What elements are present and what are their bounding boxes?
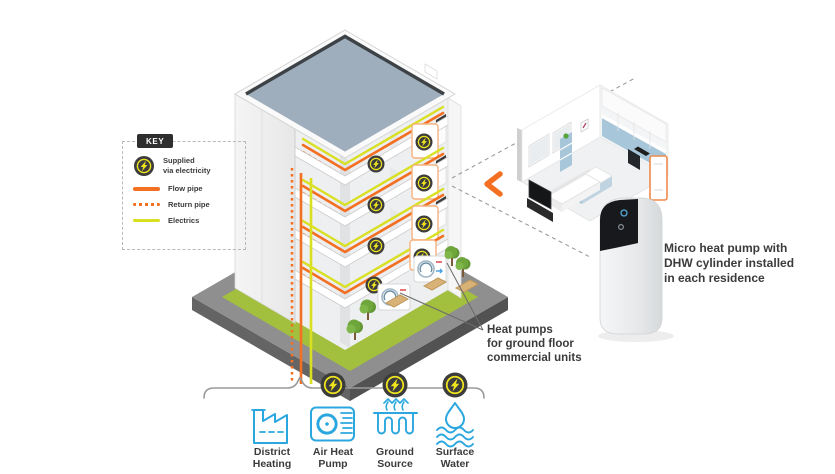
svg-text:DHW cylinder installed: DHW cylinder installed [664, 256, 794, 270]
landscaping [346, 246, 480, 340]
flow-pipe-swatch [133, 187, 160, 191]
micro-heat-pump-unit [649, 155, 668, 201]
dhw-cylinder [598, 197, 674, 342]
district-heating-label: District [254, 446, 291, 458]
return-pipe-swatch [133, 202, 160, 207]
heat-pump-badge-icon [414, 173, 434, 193]
pallet-bench [422, 277, 448, 291]
plant [563, 133, 569, 139]
key-item-supplied-via-electricity: Supplied via electricity [133, 155, 239, 177]
commercial-unit-right [413, 255, 447, 283]
oven [628, 149, 640, 170]
heat-pump-badge-icon [366, 236, 386, 256]
heat-pump-badge-icon [414, 132, 434, 152]
svg-text:Source: Source [377, 458, 413, 470]
cooktop [634, 146, 650, 156]
air-heat-pump-icon [310, 406, 355, 442]
ground-source-label: Ground [376, 446, 414, 458]
tree [359, 299, 376, 320]
air-heat-pump-label: Air Heat [313, 446, 354, 458]
picture-frame [580, 118, 589, 133]
svg-text:Heat pumps: Heat pumps [487, 324, 553, 336]
tree [455, 257, 471, 277]
roof [234, 29, 456, 159]
floor-1 [294, 105, 449, 186]
electricity-badge-icon [441, 371, 469, 399]
electricity-badge-icon [319, 371, 347, 399]
energy-source-bracket [203, 371, 485, 399]
tree [444, 246, 460, 266]
ground-floor-callout: Heat pumps for ground floor commercial u… [399, 262, 582, 364]
svg-text:for ground floor: for ground floor [487, 338, 574, 350]
ground-source-icon [373, 398, 418, 435]
residence-callout: Micro heat pump with DHW cylinder instal… [664, 241, 794, 285]
window [528, 132, 550, 169]
electricity-badge-icon [134, 156, 154, 176]
energy-source-icons [251, 398, 474, 448]
shelf-unit [559, 132, 573, 172]
key-item-return-pipe: Return pipe [133, 200, 239, 210]
energy-source-labels: District Heating Air Heat Pump Ground So… [253, 446, 475, 470]
key-label: Supplied via electricity [163, 156, 211, 175]
svg-text:Micro heat pump with: Micro heat pump with [664, 241, 787, 255]
heat-pump-badge-icon [366, 154, 386, 174]
floor-3 [294, 187, 449, 268]
svg-text:commercial units: commercial units [487, 352, 582, 364]
kitchen [601, 87, 667, 172]
svg-text:in each residence: in each residence [664, 271, 765, 285]
building-floors [294, 105, 449, 309]
wall-thickness [517, 128, 522, 182]
chevron-left-icon [484, 171, 503, 197]
surface-water-icon [436, 402, 474, 448]
heat-pump-badge-icon [414, 214, 434, 234]
surface-water-label: Surface [436, 446, 475, 458]
district-heating-icon [251, 409, 288, 444]
left-wall [234, 93, 296, 324]
electricity-badge-icon [381, 371, 409, 399]
key-item-flow-pipe: Flow pipe [133, 184, 239, 194]
sofa [547, 168, 601, 212]
svg-text:Water: Water [441, 458, 470, 470]
residence-inset: Micro heat pump with DHW cylinder instal… [451, 77, 794, 342]
electrics-swatch [133, 218, 160, 223]
heat-pump-badge-icon [366, 195, 386, 215]
pallet-bench [384, 294, 410, 308]
key-legend: KEY Supplied via electricity Flow pipe R… [122, 134, 246, 250]
key-item-electrics: Electrics [133, 216, 239, 226]
key-title: KEY [137, 134, 174, 148]
tree [346, 319, 363, 340]
service-risers [290, 168, 313, 384]
svg-text:Heating: Heating [253, 458, 292, 470]
svg-text:Pump: Pump [318, 458, 347, 470]
building-cutaway [234, 29, 462, 350]
tv-unit [527, 179, 553, 222]
